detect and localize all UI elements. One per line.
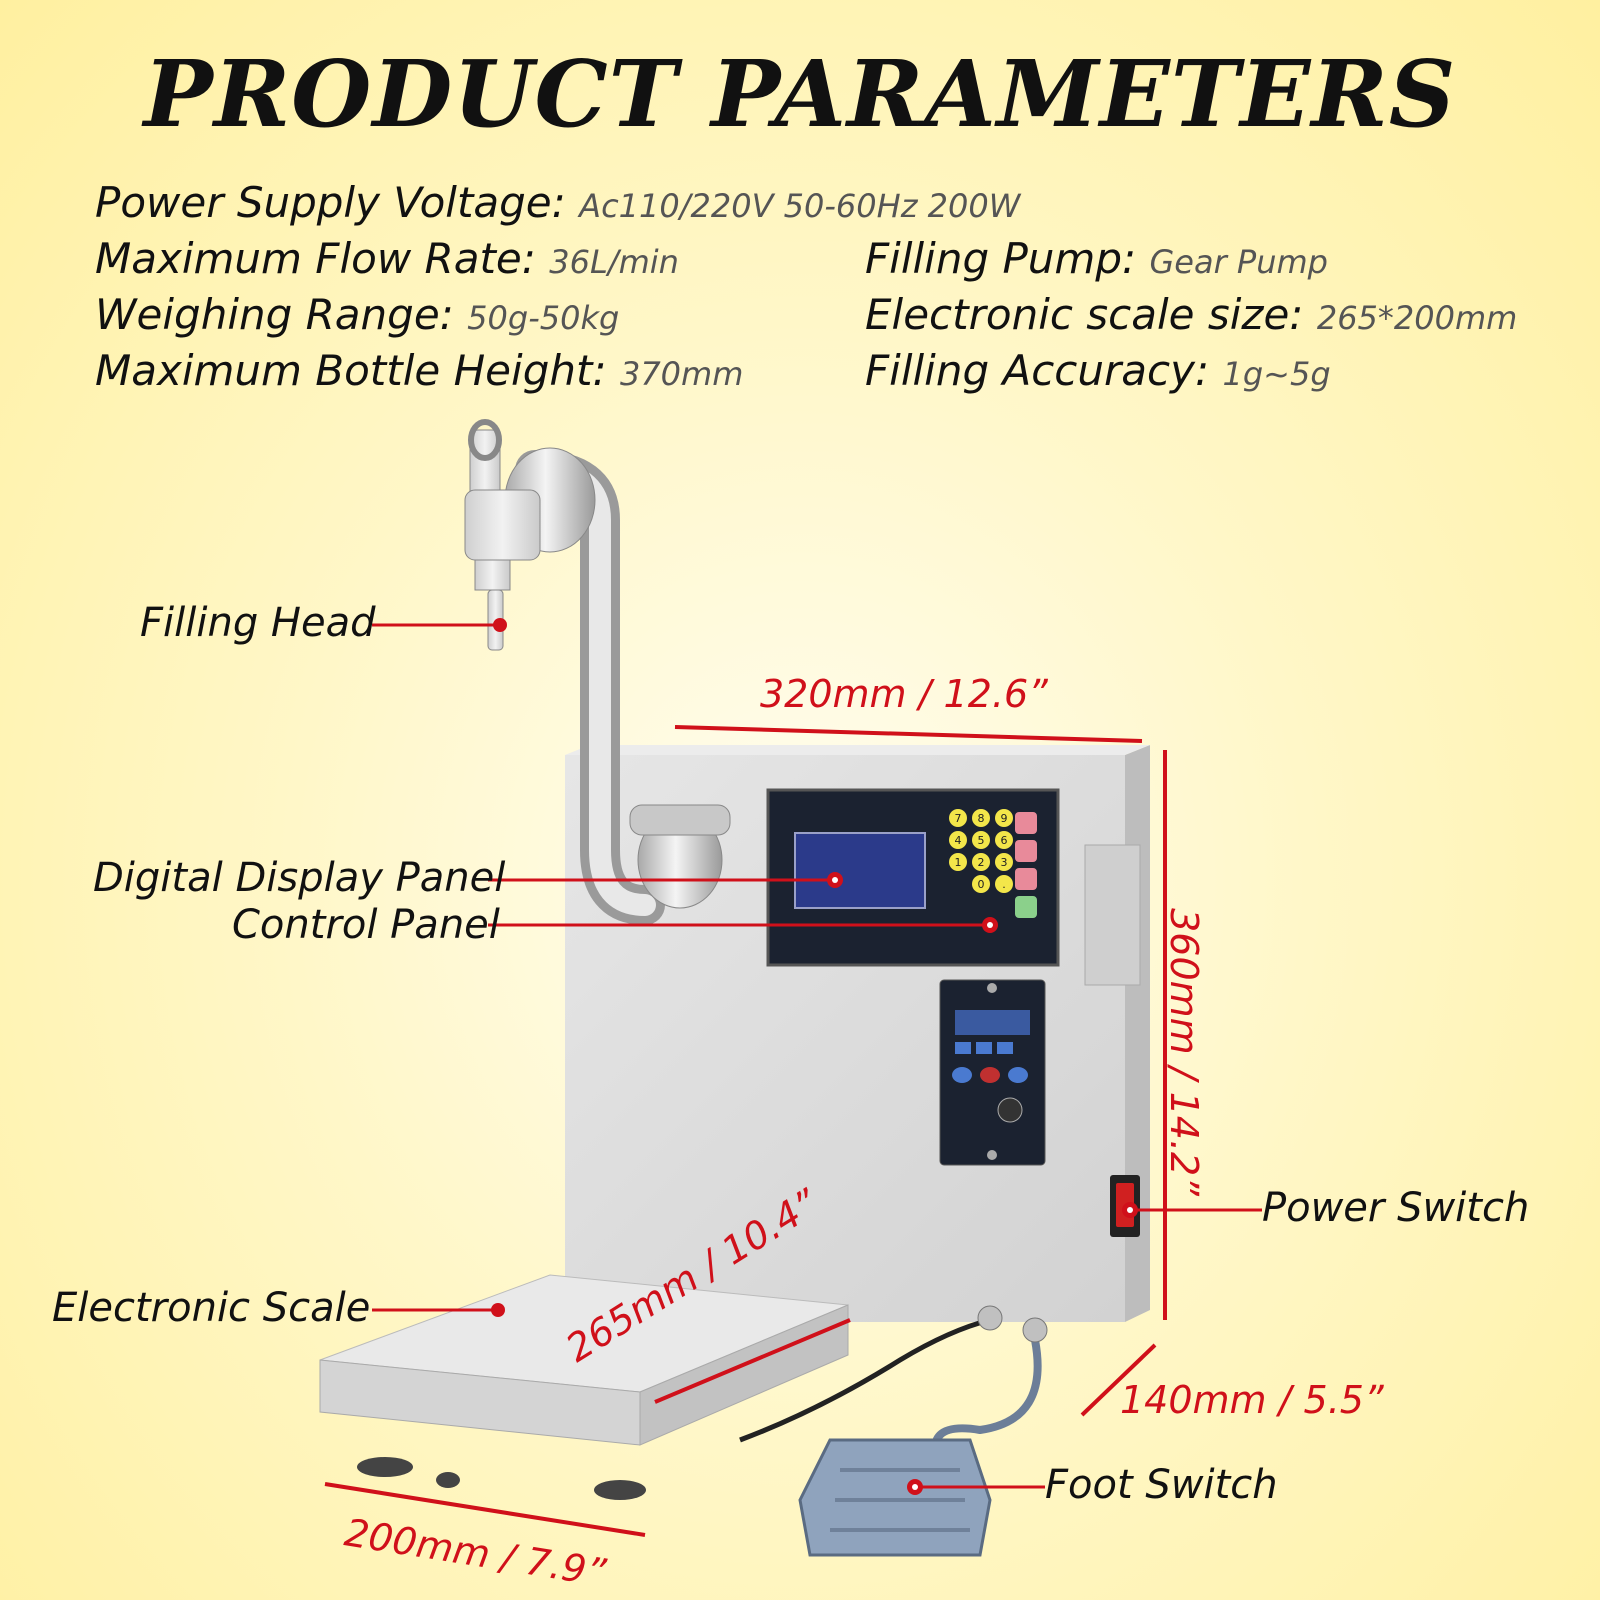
label-power-switch: Power Switch xyxy=(1262,1185,1530,1231)
spec-power: Power Supply Voltage: Ac110/220V 50-60Hz… xyxy=(95,178,1020,227)
spec-bottle-value: 370mm xyxy=(619,355,744,393)
spec-weigh-label: Weighing Range: xyxy=(95,290,454,339)
keypad-key-label: . xyxy=(1002,878,1006,891)
keypad: 7 8 9 4 5 6 1 2 3 0. xyxy=(949,809,1013,893)
speed-controller xyxy=(939,979,1046,1166)
label-digital-display-panel: Digital Display Panel xyxy=(93,855,506,901)
scale-cable xyxy=(739,1317,991,1443)
keypad-key-label: 4 xyxy=(955,834,962,847)
keypad-key xyxy=(972,809,990,827)
keypad-key-label: 9 xyxy=(1001,812,1008,825)
electronic-scale xyxy=(319,1274,849,1500)
keypad-key-label: 3 xyxy=(1001,856,1008,869)
keypad-key xyxy=(949,809,967,827)
spec-scale-size: Electronic scale size: 265*200mm xyxy=(865,290,1517,339)
spec-accuracy: Filling Accuracy: 1g~5g xyxy=(865,346,1331,395)
keypad-key-label: 0 xyxy=(978,878,985,891)
filling-head xyxy=(464,419,541,651)
keypad-key-label: 8 xyxy=(978,812,985,825)
spec-scale-size-value: 265*200mm xyxy=(1316,299,1518,337)
dim-width: 320mm / 12.6” xyxy=(760,672,1048,716)
digital-display-panel: 7 8 9 4 5 6 1 2 3 0. xyxy=(766,788,1060,967)
spec-flow: Maximum Flow Rate: 36L/min xyxy=(95,234,679,283)
label-foot-switch: Foot Switch xyxy=(1045,1462,1278,1508)
keypad-key xyxy=(949,831,967,849)
keypad-key xyxy=(995,875,1013,893)
spec-power-value: Ac110/220V 50-60Hz 200W xyxy=(579,187,1021,225)
spec-accuracy-value: 1g~5g xyxy=(1222,355,1331,393)
keypad-key xyxy=(949,853,967,871)
page-title: PRODUCT PARAMETERS xyxy=(143,40,1457,148)
spec-scale-size-label: Electronic scale size: xyxy=(865,290,1304,339)
keypad-key xyxy=(995,809,1013,827)
keypad-key-label: 7 xyxy=(955,812,962,825)
filling-pipe xyxy=(504,447,731,925)
foot-switch xyxy=(798,1438,992,1557)
spec-power-label: Power Supply Voltage: xyxy=(95,178,566,227)
callout-lines xyxy=(372,623,1262,1489)
keypad-key-label: 2 xyxy=(978,856,985,869)
keypad-key xyxy=(995,831,1013,849)
keypad-key-label: 1 xyxy=(955,856,962,869)
keypad-key xyxy=(972,853,990,871)
label-electronic-scale: Electronic Scale xyxy=(52,1285,371,1331)
spec-weigh: Weighing Range: 50g-50kg xyxy=(95,290,619,339)
spec-pump-value: Gear Pump xyxy=(1149,243,1328,281)
spec-flow-label: Maximum Flow Rate: xyxy=(95,234,536,283)
keypad-key xyxy=(995,853,1013,871)
dimension-lines xyxy=(324,725,1167,1537)
spec-bottle-label: Maximum Bottle Height: xyxy=(95,346,607,395)
keypad-key xyxy=(972,875,990,893)
spec-bottle: Maximum Bottle Height: 370mm xyxy=(95,346,743,395)
keypad-key-label: 6 xyxy=(1001,834,1008,847)
spec-accuracy-label: Filling Accuracy: xyxy=(865,346,1210,395)
dim-depth: 140mm / 5.5” xyxy=(1120,1378,1384,1422)
keypad-key-label: 5 xyxy=(978,834,985,847)
spec-flow-value: 36L/min xyxy=(549,243,679,281)
keypad-key xyxy=(972,831,990,849)
spec-pump-label: Filling Pump: xyxy=(865,234,1137,283)
label-filling-head: Filling Head xyxy=(140,600,376,646)
dim-height: 360mm / 14.2” xyxy=(1161,908,1206,1196)
spec-weigh-value: 50g-50kg xyxy=(467,299,620,337)
spec-pump: Filling Pump: Gear Pump xyxy=(865,234,1328,283)
label-control-panel: Control Panel xyxy=(232,902,500,948)
